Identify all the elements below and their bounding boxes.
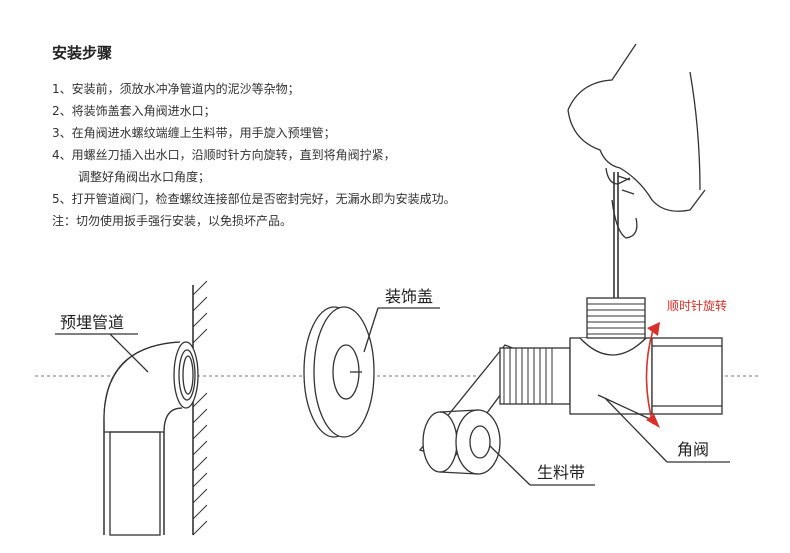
note: 注：切勿使用扳手强行安装，以免损坏产品。 (52, 214, 293, 228)
leader-cover-diag (363, 307, 379, 353)
label-ptfe-tape: 生料带 (537, 463, 585, 482)
step-1: 1、安装前，须放水冲净管道内的泥沙等杂物； (52, 82, 300, 96)
instruction-list: 1、安装前，须放水冲净管道内的泥沙等杂物； 2、将装饰盖套入角阀进水口； 3、在… (52, 78, 572, 232)
angle-valve-illustration (418, 172, 723, 475)
label-angle-valve: 角阀 (677, 440, 709, 459)
step-4: 4、用螺丝刀插入出水口，沿顺时针方向旋转，直到将角阀拧紧， (52, 148, 396, 162)
label-cover: 装饰盖 (385, 287, 433, 306)
decorative-cover-illustration (303, 306, 375, 438)
leader-angle-valve-diag (604, 397, 668, 463)
embedded-pipe-illustration (103, 280, 208, 536)
step-4-continued: 调整好角阀出水口角度； (78, 170, 211, 184)
step-5: 5、打开管道阀门，检查螺纹连接部位是否密封完好，无漏水即为安装成功。 (52, 192, 456, 206)
hand-illustration (567, 43, 706, 239)
leader-ptfe-tape-diag (489, 445, 531, 486)
step-2: 2、将装饰盖套入角阀进水口； (52, 104, 216, 118)
step-3: 3、在角阀进水螺纹端缠上生料带，用手旋入预埋管； (52, 126, 336, 140)
leader-embedded-pipe-diag (109, 333, 149, 373)
label-embedded-pipe: 预埋管道 (60, 313, 124, 332)
label-clockwise: 顺时针旋转 (667, 298, 727, 313)
page-title: 安装步骤 (52, 44, 113, 62)
